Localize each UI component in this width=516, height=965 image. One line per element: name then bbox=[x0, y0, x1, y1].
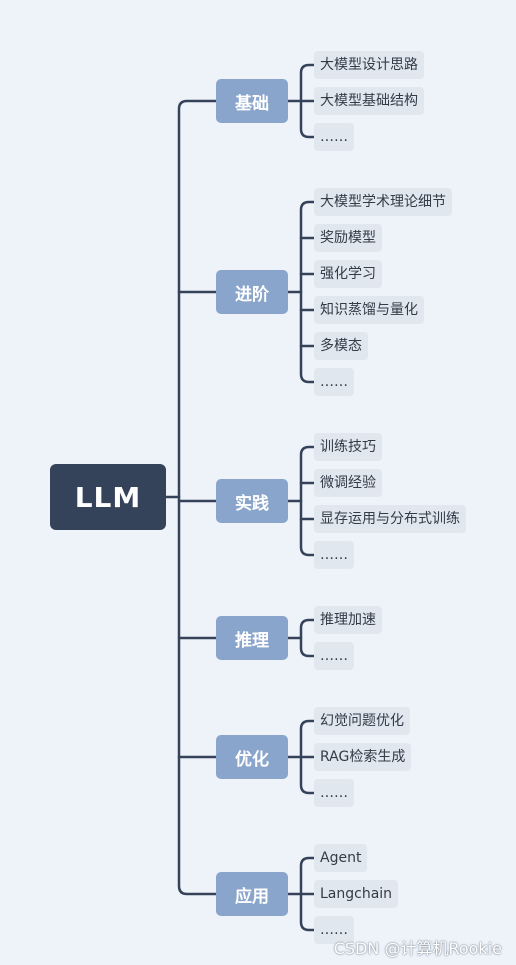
root-label: LLM bbox=[74, 480, 142, 514]
watermark: CSDN @计算机Rookie bbox=[333, 939, 502, 958]
branch-node-inference[interactable]: 推理 bbox=[216, 616, 288, 660]
leaf-node[interactable]: Agent bbox=[314, 844, 368, 872]
branch-node-advanced[interactable]: 进阶 bbox=[216, 270, 288, 314]
leaf-node[interactable]: …… bbox=[314, 123, 354, 151]
branch-label: 进阶 bbox=[235, 284, 269, 305]
leaf-node[interactable]: …… bbox=[314, 642, 354, 670]
leaf-node[interactable]: 微调经验 bbox=[314, 469, 382, 497]
leaf-node[interactable]: 多模态 bbox=[314, 332, 368, 360]
leaf-trunk-connector bbox=[299, 856, 316, 932]
leaf-node[interactable]: Langchain bbox=[314, 880, 399, 908]
leaf-node[interactable]: 强化学习 bbox=[314, 260, 382, 288]
leaf-node[interactable]: …… bbox=[314, 916, 354, 944]
leaf-trunk-connector bbox=[299, 445, 316, 557]
leaf-trunk-connector bbox=[299, 618, 316, 658]
leaf-node[interactable]: 知识蒸馏与量化 bbox=[314, 296, 424, 324]
leaf-node[interactable]: 大模型基础结构 bbox=[314, 87, 424, 115]
branch-label: 推理 bbox=[235, 630, 269, 651]
branch-label: 应用 bbox=[235, 886, 269, 907]
leaf-node[interactable]: …… bbox=[314, 779, 354, 807]
leaf-node[interactable]: 显存运用与分布式训练 bbox=[314, 505, 466, 533]
branch-node-basics[interactable]: 基础 bbox=[216, 79, 288, 123]
branch-label: 优化 bbox=[235, 749, 269, 770]
leaf-trunk-connector bbox=[299, 63, 316, 139]
leaf-node[interactable]: RAG检索生成 bbox=[314, 743, 412, 771]
leaf-node[interactable]: 大模型学术理论细节 bbox=[314, 188, 452, 216]
leaf-node[interactable]: 奖励模型 bbox=[314, 224, 382, 252]
branch-node-application[interactable]: 应用 bbox=[216, 872, 288, 916]
leaf-node[interactable]: …… bbox=[314, 541, 354, 569]
branch-node-optimization[interactable]: 优化 bbox=[216, 735, 288, 779]
branch-label: 实践 bbox=[235, 493, 269, 514]
leaf-trunk-connector bbox=[299, 200, 316, 384]
root-node[interactable]: LLM bbox=[50, 464, 166, 530]
trunk-connector bbox=[177, 99, 218, 896]
branch-node-practice[interactable]: 实践 bbox=[216, 479, 288, 523]
leaf-node[interactable]: 幻觉问题优化 bbox=[314, 707, 410, 735]
leaf-node[interactable]: 训练技巧 bbox=[314, 433, 382, 461]
leaf-trunk-connector bbox=[299, 719, 316, 795]
leaf-node[interactable]: 大模型设计思路 bbox=[314, 51, 424, 79]
leaf-node[interactable]: 推理加速 bbox=[314, 606, 382, 634]
branch-label: 基础 bbox=[235, 93, 269, 114]
leaf-node[interactable]: …… bbox=[314, 368, 354, 396]
